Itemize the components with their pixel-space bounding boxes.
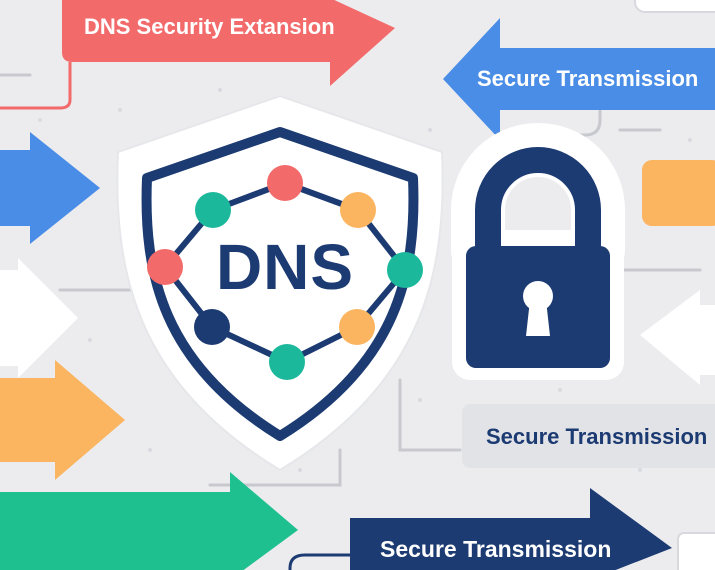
orange-block [642, 160, 715, 226]
secure-transmission-mid-label: Secure Transmission [486, 424, 708, 449]
red-arrow [62, 0, 395, 86]
padlock-icon [451, 123, 625, 380]
green-arrow-right [0, 472, 298, 570]
top-right-box [634, 0, 715, 13]
secure-transmission-bottom-label: Secure Transmission [380, 536, 612, 562]
dns-security-extension-label: DNS Security Extansion [84, 14, 335, 39]
shield-label: DNS [215, 231, 355, 303]
shield-network-icon [116, 94, 444, 472]
red-arrow-connector [0, 62, 72, 110]
bottom-right-box [677, 532, 715, 570]
white-arrow-right [0, 258, 78, 378]
connector-lines [0, 73, 702, 487]
blue-arrow-right [0, 132, 100, 244]
white-arrow-left [640, 290, 715, 385]
secure-transmission-top-label: Secure Transmission [477, 66, 699, 91]
navy-arrow-connector [288, 553, 350, 570]
blue-arrow-left [443, 18, 715, 140]
grey-label-box [462, 404, 715, 468]
orange-arrow-right [0, 360, 125, 480]
navy-arrow-right [350, 488, 672, 570]
